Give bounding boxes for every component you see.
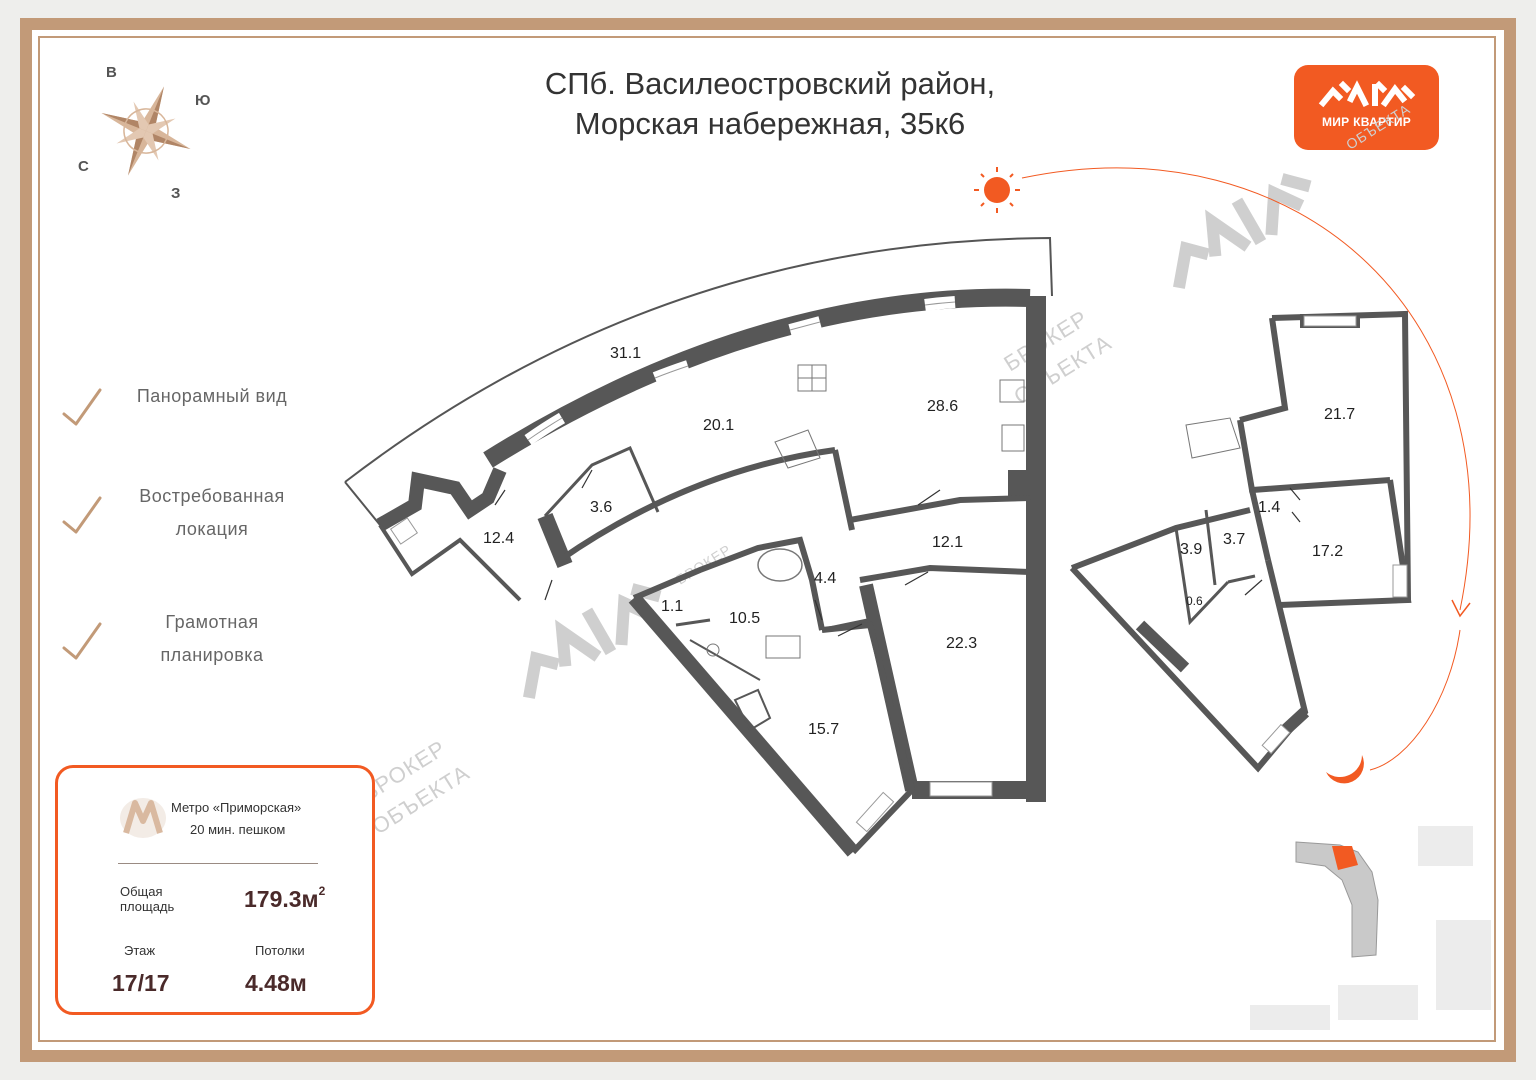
- room-12-4: 12.4: [483, 530, 514, 547]
- apartment-main: [344, 236, 1053, 857]
- check-icon: [62, 388, 102, 426]
- area-value: 179.3м2: [244, 884, 326, 912]
- washer-icon: [1001, 424, 1025, 452]
- brand-logo: МИР КВАРТИР: [1294, 65, 1439, 150]
- compass-north: В: [106, 64, 117, 81]
- room-22-3: 22.3: [946, 635, 977, 652]
- room-1-4: 1.4: [1258, 499, 1280, 516]
- room-labels: 31.1 20.1 28.6 3.6 12.4 12.1 4.4 1.1 10.…: [483, 345, 1355, 738]
- compass-south: З: [171, 185, 181, 202]
- room-1-1: 1.1: [661, 598, 683, 615]
- room-0-6: 0.6: [1186, 594, 1203, 608]
- feature-layout: Грамотная планировка: [60, 606, 320, 676]
- floor-label: Этаж: [124, 943, 156, 958]
- frame-inner-line: [38, 36, 1496, 1042]
- svg-text:ОБЪЕКТА: ОБЪЕКТА: [1343, 100, 1413, 152]
- title-line-2: Морская набережная, 35к6: [574, 106, 966, 141]
- ceiling-label: Потолки: [255, 943, 305, 958]
- compass-west: С: [78, 158, 89, 175]
- room-31-1: 31.1: [610, 345, 641, 362]
- stove-icon: [999, 379, 1025, 403]
- sink-icon: [765, 635, 801, 659]
- feature-text-3a: Грамотная: [165, 612, 259, 632]
- logo-text: МИР КВАРТИР: [1321, 115, 1412, 129]
- moon-icon: [1326, 755, 1364, 784]
- watermark-logo-icon: [523, 173, 1312, 699]
- room-3-6: 3.6: [590, 499, 612, 516]
- check-icon: [62, 622, 102, 660]
- room-17-2: 17.2: [1312, 543, 1343, 560]
- building-location-map: [1250, 826, 1491, 1030]
- watermark-text: БРОКЕР ОБЪЕКТА БРОКЕР ОБЪЕКТА БРОКЕР ОБЪ…: [357, 100, 1413, 839]
- ceiling-value: 4.48м: [245, 970, 307, 996]
- room-28-6: 28.6: [927, 398, 958, 415]
- address-title: СПб. Василеостровский район, Морская наб…: [420, 64, 1120, 144]
- metro-name: Метро «Приморская»: [171, 800, 302, 815]
- floor-value: 17/17: [112, 970, 170, 996]
- metro-icon: [120, 798, 166, 838]
- feature-text-1: Панорамный вид: [136, 386, 288, 406]
- metro-walk-time: 20 мин. пешком: [190, 822, 286, 837]
- feature-panoramic: Панорамный вид: [60, 378, 320, 448]
- divider: [118, 863, 318, 864]
- room-15-7: 15.7: [808, 721, 839, 738]
- sun-path-arrow-icon: [1451, 599, 1471, 618]
- apartment-second: [1069, 310, 1412, 773]
- sun-path: [1021, 167, 1471, 611]
- check-icon: [62, 496, 102, 534]
- sun-icon: [974, 167, 1020, 213]
- logo-mark-icon: [1318, 80, 1415, 108]
- bathtub-icon: [757, 548, 803, 582]
- title-line-1: СПб. Василеостровский район,: [544, 66, 996, 101]
- room-12-1: 12.1: [932, 534, 963, 551]
- compass-east: Ю: [195, 92, 211, 109]
- room-3-7: 3.7: [1223, 531, 1245, 548]
- room-3-9: 3.9: [1180, 541, 1202, 558]
- room-10-5: 10.5: [729, 610, 760, 627]
- room-20-1: 20.1: [703, 417, 734, 434]
- room-21-7: 21.7: [1324, 406, 1355, 423]
- area-label-1: Общая: [120, 884, 163, 899]
- feature-text-3b: планировка: [160, 645, 264, 665]
- area-label-2: площадь: [120, 899, 175, 914]
- feature-location: Востребованная локация: [60, 480, 320, 550]
- toilet-icon: [706, 643, 720, 657]
- moon-path: [1369, 629, 1461, 771]
- room-4-4: 4.4: [814, 570, 836, 587]
- feature-text-2b: локация: [175, 519, 249, 539]
- feature-text-2a: Востребованная: [139, 486, 285, 506]
- info-card: Метро «Приморская» 20 мин. пешком Общая …: [55, 765, 375, 1015]
